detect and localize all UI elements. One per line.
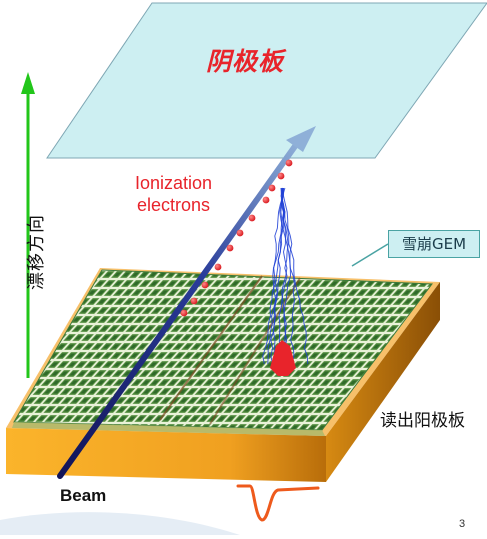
ionization-label-line: electrons — [137, 195, 211, 215]
readout-strip — [159, 275, 263, 421]
electron-dot — [190, 297, 198, 305]
electron-dot — [285, 159, 293, 167]
avalanche-streamer — [262, 187, 284, 365]
avalanche-streamers — [262, 187, 309, 365]
ionization-electrons-label: Ionization electrons — [135, 172, 212, 216]
avalanche-streamer — [278, 187, 289, 365]
avalanche-streamer — [270, 187, 286, 365]
readout-anode-label: 读出阳极板 — [380, 411, 465, 431]
electron-dot — [268, 184, 276, 192]
electron-dot — [262, 196, 270, 204]
avalanche-streamer — [282, 187, 296, 365]
readout-board-side — [326, 282, 440, 482]
slide-decoration — [0, 512, 240, 535]
electron-dot — [214, 263, 222, 271]
anode-plate — [46, 2, 487, 159]
readout-board-front — [6, 428, 326, 482]
gem-callout-label: 雪崩GEM — [388, 230, 480, 258]
electron-dot — [277, 172, 285, 180]
avalanche-streamer — [280, 187, 309, 365]
ionization-electrons — [180, 159, 293, 317]
readout-strip — [209, 277, 301, 425]
electron-dot — [201, 281, 209, 289]
avalanche-cloud — [270, 340, 296, 376]
drift-direction-label: 漂移方向 — [26, 214, 47, 290]
drift-arrowhead — [21, 72, 35, 94]
page-number: 3 — [459, 518, 466, 530]
gem-mesh-edge — [12, 422, 325, 436]
anode-plate-label: 阴极板 — [205, 47, 284, 76]
beam-label: Beam — [60, 486, 107, 505]
signal-pulse — [236, 484, 320, 522]
ionization-label-line: Ionization — [135, 173, 213, 193]
electron-dot — [236, 229, 244, 237]
beam-track — [57, 139, 301, 479]
avalanche-streamer — [272, 187, 284, 365]
gem-callout-leader — [351, 243, 389, 267]
beam-track-arrowhead — [286, 126, 316, 152]
electron-dot — [180, 309, 188, 317]
electron-dot — [226, 244, 234, 252]
electron-dot — [248, 214, 256, 222]
